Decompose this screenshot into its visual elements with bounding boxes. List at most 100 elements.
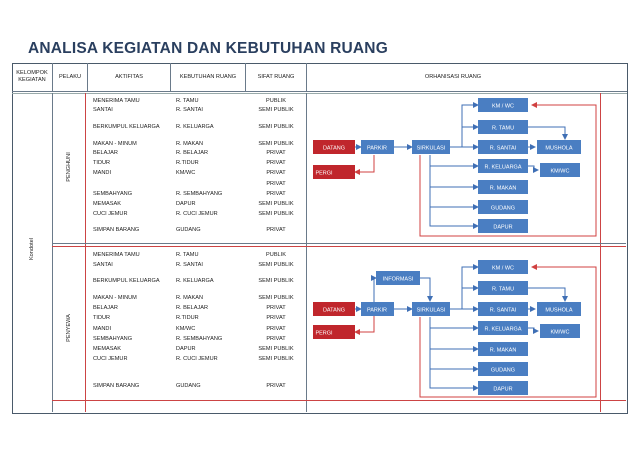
parkir-node (361, 302, 394, 316)
table-cell: BELAJAR (93, 305, 118, 311)
table-cell: KM/WC (176, 170, 196, 176)
sirkulasi-label: SIRKULASI (417, 146, 446, 152)
table-cell: TIDUR (93, 160, 111, 166)
table-cell: GUDANG (176, 227, 201, 233)
kmwc2-label: KM/WC (551, 330, 570, 336)
table-cell: R.TIDUR (176, 315, 199, 321)
table-cell: SIMPAN BARANG (93, 383, 140, 389)
table-row: MENERIMA TAMU (93, 98, 140, 104)
table-cell: MAKAN - MINUM (93, 141, 137, 147)
santai-node (478, 302, 528, 316)
pergi-label: PERGI (315, 331, 333, 337)
table-cell: PRIVAT (266, 326, 286, 332)
header-sifat: SIFAT RUANG (257, 74, 295, 80)
santai-label: R. SANTAI (490, 308, 517, 314)
gudang-label: GUDANG (491, 368, 515, 374)
table-cell: CUCI JEMUR (93, 356, 128, 362)
table-cell: R. MAKAN (176, 141, 204, 147)
table-cell: R. BELAJAR (176, 305, 209, 311)
table-cell: SEMI PUBLIK (258, 201, 294, 207)
table-cell: PRIVAT (266, 305, 286, 311)
table-cell: R. SANTAI (176, 262, 203, 268)
table-cell: R. MAKAN (176, 295, 204, 301)
table-cell: SEMI PUBLIK (258, 262, 294, 268)
header-kelompok: KELOMPOK KEGIATAN (16, 70, 48, 83)
gudang-label: GUDANG (491, 206, 515, 212)
santai-node (478, 140, 528, 154)
table-cell: R. KELUARGA (176, 124, 214, 130)
mushola-node (537, 302, 581, 316)
table-cell: PRIVAT (266, 170, 286, 176)
table-cell: SIMPAN BARANG (93, 227, 140, 233)
gudang-node (478, 362, 528, 376)
table-cell: PRIVAT (266, 383, 286, 389)
table-cell: PRIVAT (266, 191, 286, 197)
table-cell: DAPUR (176, 201, 196, 207)
santai-label: R. SANTAI (490, 146, 517, 152)
kmwc-node (478, 260, 528, 274)
mushola-label: MUSHOLA (545, 308, 573, 314)
table-cell: R. SEMBAHYANG (176, 336, 223, 342)
table-cell: R. SANTAI (176, 107, 203, 113)
kmwc-label: KM / WC (492, 266, 514, 272)
table-cell: MANDI (93, 326, 112, 332)
sirkulasi-node (412, 140, 450, 154)
table-cell: PUBLIK (266, 252, 286, 258)
makan-node (478, 342, 528, 356)
table-cell: SEMI PUBLIK (258, 346, 294, 352)
kmwc2-label: KM/WC (551, 169, 570, 175)
makan-node (478, 180, 528, 194)
table-cell: MEMASAK (93, 201, 121, 207)
table-cell: MENERIMA TAMU (93, 252, 140, 258)
datang-label: DATANG (323, 308, 345, 314)
table-cell: BERKUMPUL KELUARGA (93, 124, 160, 130)
dapur-node (478, 219, 528, 233)
table-cell: SEMI PUBLIK (258, 356, 294, 362)
datang-label: DATANG (323, 146, 345, 152)
kmwc2-node (540, 163, 580, 177)
gudang-node (478, 200, 528, 214)
table-cell: PRIVAT (266, 160, 286, 166)
header-kebutuhan: KEBUTUHAN RUANG (179, 74, 237, 80)
keluarga-node (478, 159, 528, 173)
keluarga-label: R. KELUARGA (485, 327, 522, 333)
informasi-node (376, 271, 420, 285)
header-organisasi: ORHANISASI RUANG (424, 74, 482, 80)
table-cell: KM/WC (176, 326, 196, 332)
header-aktifitas: AKTIFITAS (115, 74, 143, 80)
table-cell: MEMASAK (93, 346, 121, 352)
table-cell: SEMBAHYANG (93, 336, 133, 342)
table-cell: MANDI (93, 170, 112, 176)
table-cell: SEMI PUBLIK (258, 107, 294, 113)
pergi-node (313, 165, 355, 179)
table-cell: PRIVAT (266, 227, 286, 233)
dapur-node (478, 381, 528, 395)
sirkulasi-node (412, 302, 450, 316)
makan-label: R. MAKAN (490, 186, 517, 192)
tamu-label: R. TAMU (492, 126, 514, 132)
table-cell: CUCI JEMUR (93, 211, 128, 217)
table-cell: SANTAI (93, 107, 113, 113)
header-pelaku: PELAKU (58, 74, 82, 80)
table-cell: SEMBAHYANG (93, 191, 133, 197)
table-cell: R. CUCI JEMUR (176, 211, 218, 217)
page-title: ANALISA KEGIATAN DAN KEBUTUHAN RUANG (28, 40, 388, 57)
table-cell: R. CUCI JEMUR (176, 356, 218, 362)
table-cell: GUDANG (176, 383, 201, 389)
pergi-label: PERGI (315, 171, 333, 177)
keluarga-label: R. KELUARGA (485, 165, 522, 171)
pergi-node (313, 325, 355, 339)
keluarga-node (478, 321, 528, 335)
table-cell: SEMI PUBLIK (258, 124, 294, 130)
table-cell: PRIVAT (266, 336, 286, 342)
table-cell: PRIVAT (266, 315, 286, 321)
table-cell: DAPUR (176, 346, 196, 352)
table-cell: R. BELAJAR (176, 150, 209, 156)
datang-node (313, 302, 355, 316)
table-cell: SEMI PUBLIK (258, 141, 294, 147)
kmwc-node (478, 98, 528, 112)
table-cell: BERKUMPUL KELUARGA (93, 278, 160, 284)
datang-node (313, 140, 355, 154)
